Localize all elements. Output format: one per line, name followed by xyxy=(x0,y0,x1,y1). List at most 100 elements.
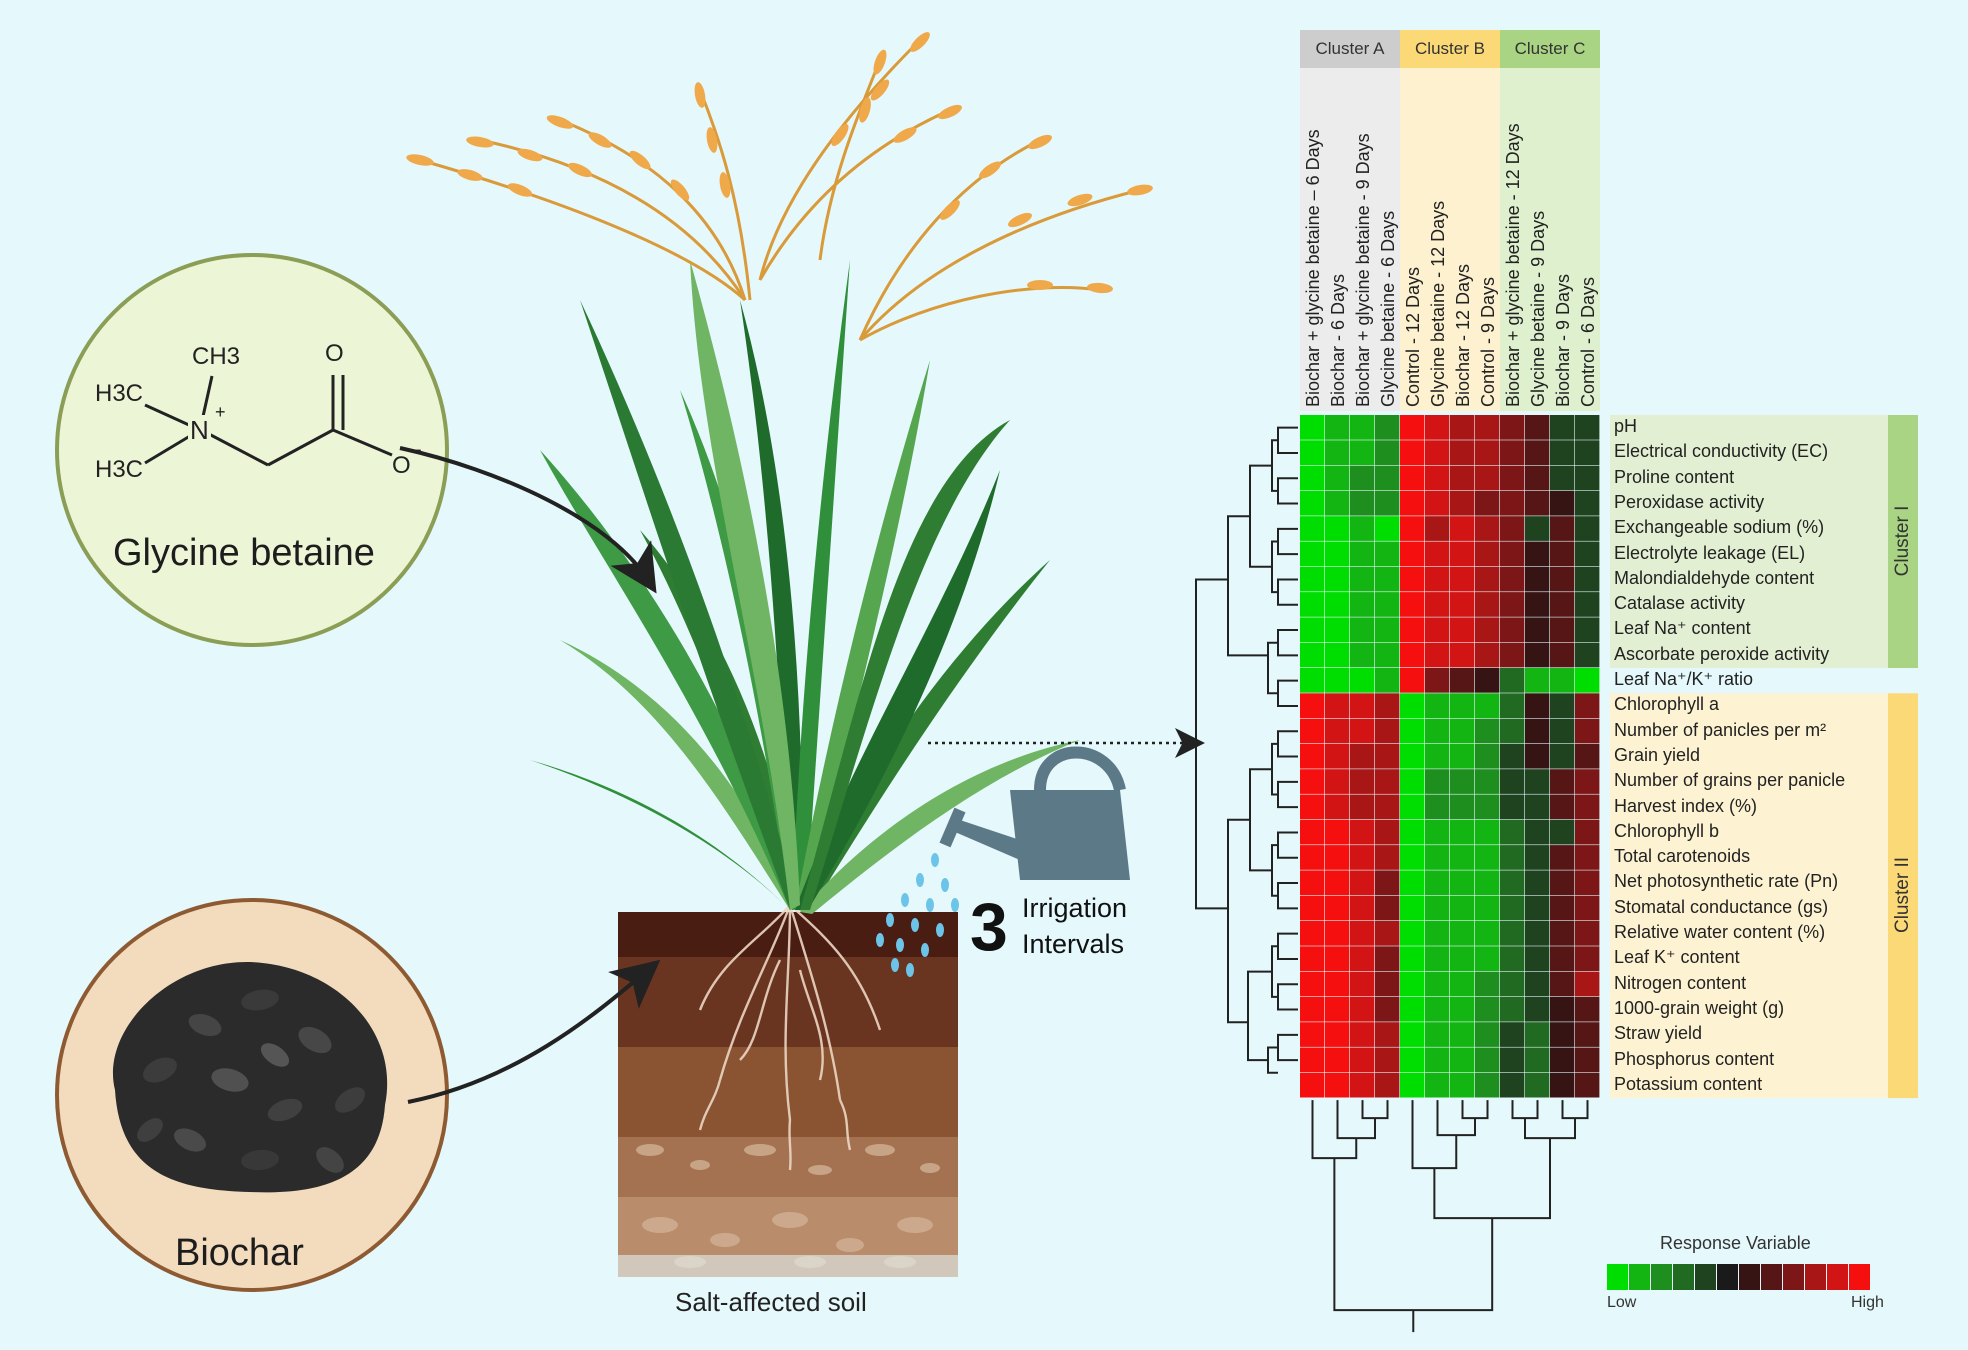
heatmap-cell xyxy=(1500,617,1525,643)
heatmap-cell xyxy=(1375,566,1400,592)
heatmap-cell xyxy=(1325,743,1350,769)
heatmap-cell xyxy=(1475,1072,1500,1098)
heatmap-cell xyxy=(1450,946,1475,971)
heatmap-cell xyxy=(1300,971,1325,997)
heatmap-cell xyxy=(1425,415,1450,440)
heatmap-cell xyxy=(1450,415,1475,440)
heatmap-cell xyxy=(1300,490,1325,516)
row-cluster-band xyxy=(1610,693,1888,1099)
heatmap-cell xyxy=(1500,440,1525,465)
heatmap-cell xyxy=(1325,566,1350,592)
heatmap-cell xyxy=(1525,541,1550,567)
heatmap-cell xyxy=(1575,642,1600,668)
heatmap-cell xyxy=(1525,743,1550,769)
legend-title: Response Variable xyxy=(1660,1233,1811,1253)
heatmap-cell xyxy=(1350,1047,1375,1073)
heatmap-cell xyxy=(1325,541,1350,567)
heatmap-cell xyxy=(1350,415,1375,440)
heatmap-cell xyxy=(1575,1022,1600,1047)
heatmap-cell xyxy=(1450,668,1475,693)
heatmap-cell xyxy=(1425,1022,1450,1047)
heatmap-cell xyxy=(1425,566,1450,592)
heatmap-cell xyxy=(1300,541,1325,567)
heatmap-cell xyxy=(1325,996,1350,1022)
heatmap-cell xyxy=(1500,566,1525,592)
heatmap-cell xyxy=(1450,541,1475,567)
row-dendrogram-branch xyxy=(1277,426,1298,454)
heatmap-cell xyxy=(1300,516,1325,541)
soil-block xyxy=(618,912,958,1280)
heatmap-cell xyxy=(1475,1022,1500,1047)
heatmap-cell xyxy=(1550,617,1575,643)
heatmap-cell xyxy=(1475,440,1500,465)
heatmap-cell xyxy=(1325,668,1350,693)
heatmap-cell xyxy=(1550,566,1575,592)
heatmap-cell xyxy=(1425,693,1450,718)
heatmap-cell xyxy=(1425,921,1450,946)
row-label: Number of panicles per m² xyxy=(1614,719,1827,740)
heatmap-cell xyxy=(1500,693,1525,718)
row-label: Peroxidase activity xyxy=(1614,491,1765,512)
row-label: Malondialdehyde content xyxy=(1614,567,1815,588)
heatmap-cell xyxy=(1350,541,1375,567)
heatmap-cell xyxy=(1525,617,1550,643)
heatmap-cell xyxy=(1575,819,1600,845)
heatmap-cell xyxy=(1325,870,1350,896)
row-label: Phosphorus content xyxy=(1614,1048,1775,1069)
heatmap-cell xyxy=(1575,895,1600,921)
heatmap-cell xyxy=(1500,996,1525,1022)
heatmap-cell xyxy=(1550,693,1575,718)
heatmap-cell xyxy=(1300,1072,1325,1098)
heatmap-cell xyxy=(1375,870,1400,896)
heatmap-cell xyxy=(1475,516,1500,541)
column-cluster-header-bg xyxy=(1400,30,1500,68)
row-label: 1000-grain weight (g) xyxy=(1614,997,1785,1018)
heatmap-cell xyxy=(1475,668,1500,693)
heatmap-cell xyxy=(1575,743,1600,769)
heatmap-cell xyxy=(1575,617,1600,643)
row-dendrogram-branch xyxy=(1277,831,1298,859)
heatmap-cell xyxy=(1425,642,1450,668)
heatmap-cell xyxy=(1575,566,1600,592)
heatmap-cell xyxy=(1400,490,1425,516)
row-label: Ascorbate peroxide activity xyxy=(1614,643,1830,664)
heatmap-cell xyxy=(1400,845,1425,870)
heatmap-cell xyxy=(1575,769,1600,794)
row-dendrogram-branch xyxy=(1277,780,1298,809)
legend-swatch xyxy=(1783,1264,1804,1290)
heatmap-cell xyxy=(1575,415,1600,440)
heatmap-cell xyxy=(1325,1072,1350,1098)
heatmap-cell xyxy=(1400,718,1425,744)
heatmap-cell xyxy=(1425,870,1450,896)
heatmap-cell xyxy=(1350,693,1375,718)
column-dendrogram-branch xyxy=(1433,1138,1551,1220)
heatmap-cell xyxy=(1500,946,1525,971)
heatmap-cell xyxy=(1500,415,1525,440)
heatmap-cell xyxy=(1575,693,1600,718)
heatmap-cell xyxy=(1475,870,1500,896)
heatmap-cell xyxy=(1525,415,1550,440)
heatmap-cell xyxy=(1475,592,1500,617)
heatmap-cell xyxy=(1350,921,1375,946)
column-cluster-label: Cluster A xyxy=(1315,39,1385,58)
heatmap-cell xyxy=(1450,996,1475,1022)
column-dendrogram-branch xyxy=(1361,1100,1389,1120)
heatmap-cell xyxy=(1550,769,1575,794)
heatmap-cell xyxy=(1550,895,1575,921)
heatmap-cell xyxy=(1350,794,1375,820)
heatmap-cell xyxy=(1350,592,1375,617)
irrigation-word-2: Intervals xyxy=(1022,929,1125,959)
heatmap-cell xyxy=(1300,1022,1325,1047)
row-cluster-tag-bg xyxy=(1888,693,1918,1099)
heatmap-cell xyxy=(1450,794,1475,820)
heatmap-cell xyxy=(1500,541,1525,567)
heatmap-cell xyxy=(1575,541,1600,567)
heatmap-cell xyxy=(1325,465,1350,491)
heatmap-cell xyxy=(1525,668,1550,693)
heatmap-cell xyxy=(1350,516,1375,541)
legend-swatch xyxy=(1805,1264,1826,1290)
column-cluster-header-bg xyxy=(1500,30,1600,68)
irrigation-word-1: Irrigation xyxy=(1022,893,1128,923)
row-cluster-band xyxy=(1610,415,1888,668)
row-dendrogram-branch xyxy=(1277,629,1298,657)
